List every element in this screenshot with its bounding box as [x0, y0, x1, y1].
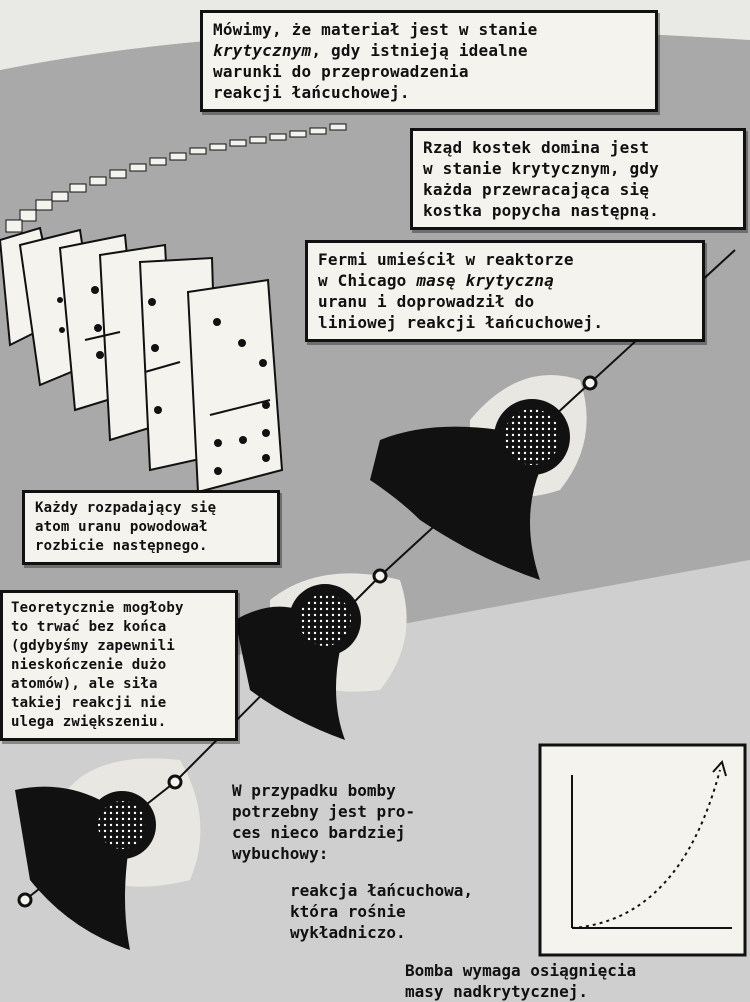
uranium-atom-3 — [15, 786, 156, 950]
caption-fermi-italic: masę krytyczną — [416, 271, 554, 290]
domino-pips — [57, 286, 271, 475]
caption-fermi: Fermi umieścił w reaktorze w Chicago mas… — [305, 240, 705, 342]
uranium-atom-1 — [370, 399, 570, 580]
caption-critical-text-2: , gdy istnieją idealne warunki do przepr… — [213, 41, 528, 102]
neutrons — [17, 375, 598, 908]
caption-domino: Rząd kostek domina jest w stanie krytycz… — [410, 128, 746, 230]
exponential-graph — [538, 743, 747, 957]
caption-critical-text: Mówimy, że materiał jest w stanie — [213, 20, 538, 39]
domino-row-far — [5, 123, 347, 233]
caption-theory: Teoretycznie mogłoby to trwać bez końca … — [0, 590, 238, 741]
text-supercritical: Bomba wymaga osiągnięcia masy nadkrytycz… — [405, 961, 637, 1001]
caption-fermi-text-2: uranu i doprowadził do liniowej reakcji … — [318, 292, 604, 332]
caption-critical-italic: krytycznym — [213, 41, 312, 60]
caption-fermi-text: Fermi umieścił w reaktorze w Chicago — [318, 250, 574, 290]
text-bomb: W przypadku bomby potrzebny jest pro- ce… — [232, 781, 416, 863]
text-chain: reakcja łańcuchowa, która rośnie wykładn… — [290, 881, 474, 942]
caption-atom: Każdy rozpadający się atom uranu powodow… — [22, 490, 280, 565]
caption-critical-state: Mówimy, że materiał jest w stanie krytyc… — [200, 10, 658, 112]
uranium-atom-2 — [235, 584, 361, 740]
domino-tiles — [0, 226, 284, 494]
